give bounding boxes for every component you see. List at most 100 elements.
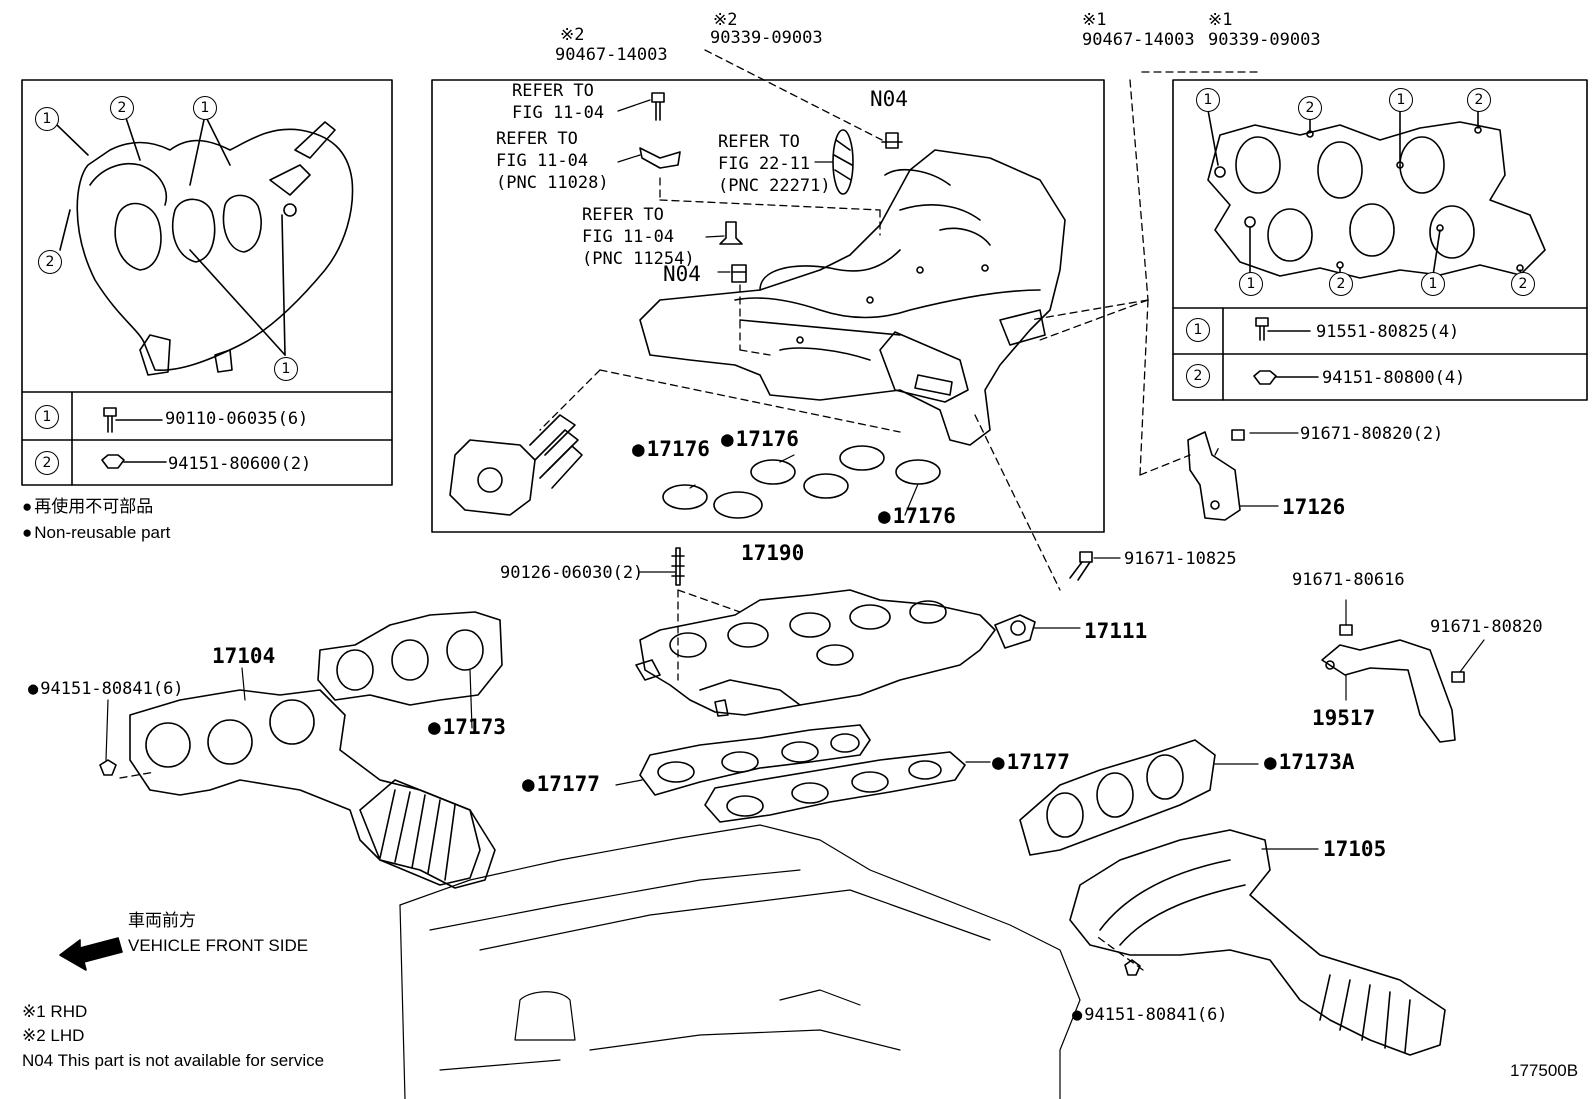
center-frame: [431, 79, 1105, 533]
front-side-en: VEHICLE FRONT SIDE: [128, 936, 309, 955]
note-rhd: ※1 RHD: [22, 1002, 88, 1021]
n04-label-top: N04: [870, 87, 908, 111]
left-callout-1a: 1: [35, 107, 59, 131]
part-91671-80616: 91671-80616: [1292, 570, 1405, 590]
engine-block-outline: [399, 824, 1081, 1099]
bolt-ref-fig11-04: [651, 92, 665, 121]
ref-note-1-line1: REFER TO: [512, 81, 594, 101]
ref-note-3-line1: REFER TO: [718, 132, 800, 152]
part-90126-06030: 90126-06030(2): [500, 563, 644, 583]
ref-note-4-line2: FIG 11-04: [582, 227, 675, 247]
part-17105: 17105: [1323, 837, 1387, 861]
ref-note-2-line2: FIG 11-04: [496, 151, 589, 171]
left-callout-2a: 2: [110, 96, 134, 120]
right-inset-frame: [1172, 79, 1588, 401]
part-94151-80841-left: 94151-80841(6): [28, 680, 183, 698]
leader-lines: [119, 49, 1263, 971]
right-callout-1d: 1: [1421, 272, 1445, 296]
nut-icon-right-table: [1253, 370, 1319, 385]
right-inset-gasket-drawing: [1207, 109, 1546, 283]
left-callout-1b: 1: [193, 96, 217, 120]
part-17177-right: 17177: [992, 751, 1070, 773]
right-callout-2a: 2: [1298, 96, 1322, 120]
right-callout-1b: 1: [1389, 88, 1413, 112]
part-17173: 17173: [428, 716, 506, 738]
bolt-icon-left-table: [103, 407, 163, 433]
right-callout-2c: 2: [1329, 272, 1353, 296]
part-90467-14003-rhd: 90467-14003: [1082, 30, 1195, 50]
part-17111: 17111: [1084, 619, 1148, 643]
bracket-ref-11028: [639, 147, 681, 169]
n04-cap-top: [881, 132, 903, 149]
gaskets-17177: [639, 724, 966, 823]
sensor-ref-11254: [719, 221, 743, 245]
left-table-num-2: 2: [35, 451, 59, 475]
left-table-num-1: 1: [35, 405, 59, 429]
right-callout-2d: 2: [1511, 272, 1535, 296]
part-91671-80820: 91671-80820: [1430, 617, 1543, 637]
legend-non-reusable-jp: 再使用不可部品: [22, 498, 153, 516]
part-17173A: 17173A: [1264, 751, 1355, 773]
left-inset-manifold-drawing: [56, 114, 354, 376]
ref-note-1-line2: FIG 11-04: [512, 103, 605, 123]
bracket-17126: [1187, 429, 1245, 521]
part-17126: 17126: [1282, 495, 1346, 519]
gaskets-17176: [662, 445, 941, 519]
left-callout-2b: 2: [38, 250, 62, 274]
ref-note-4-line1: REFER TO: [582, 205, 664, 225]
right-callout-1c: 1: [1239, 272, 1263, 296]
part-91671-80820-2: 91671-80820(2): [1300, 424, 1444, 444]
right-table-num-1: 1: [1186, 318, 1210, 342]
n04-label-mid: N04: [663, 262, 701, 286]
part-90467-14003-lhd: 90467-14003: [555, 45, 668, 65]
plenum-drawing: [639, 149, 1066, 446]
gasket-17173: [317, 611, 503, 706]
vehicle-front-arrow-icon: [59, 937, 123, 971]
n04-cap-mid: [731, 264, 747, 283]
note-lhd: ※2 LHD: [22, 1026, 85, 1045]
stud-90126: [671, 547, 685, 586]
left-callout-1c: 1: [274, 357, 298, 381]
part-17177-left: 17177: [522, 773, 600, 795]
note-n04: N04 This part is not available for servi…: [22, 1051, 325, 1070]
exhaust-manifold-17104: [99, 689, 496, 889]
lower-intake-drawing: [635, 589, 1036, 717]
part-90339-09003-lhd: 90339-09003: [710, 28, 823, 48]
right-callout-2b: 2: [1467, 88, 1491, 112]
bolt-icon-right-table: [1255, 317, 1311, 341]
rhd-mark-1: ※1: [1082, 10, 1107, 30]
ref-note-4-line3: (PNC 11254): [582, 249, 695, 269]
ref-note-2-line3: (PNC 11028): [496, 173, 609, 193]
ref-note-3-line2: FIG 22-11: [718, 154, 811, 174]
ref-note-3-line3: (PNC 22271): [718, 176, 831, 196]
left-table-part-2: 94151-80600(2): [168, 454, 312, 474]
part-17104: 17104: [212, 644, 276, 668]
part-19517: 19517: [1312, 706, 1376, 730]
gasket-17173A: [1019, 739, 1216, 856]
part-90339-09003-rhd: 90339-09003: [1208, 30, 1321, 50]
actuator-drawing: [449, 414, 583, 516]
right-table-num-2: 2: [1186, 364, 1210, 388]
mesh-ref-22271: [832, 129, 854, 195]
right-table-part-1: 91551-80825(4): [1316, 322, 1460, 342]
figure-id: 177500B: [1510, 1061, 1579, 1080]
left-inset-frame: [21, 79, 393, 486]
gasket-17176-label-b: 17176: [721, 428, 799, 450]
exhaust-manifold-17105: [1069, 829, 1446, 1056]
ref-note-2-line1: REFER TO: [496, 129, 578, 149]
right-callout-1a: 1: [1196, 88, 1220, 112]
plenum-17190-label: 17190: [741, 541, 805, 565]
part-91671-10825: 91671-10825: [1124, 549, 1237, 569]
nut-icon-left-table: [101, 454, 167, 469]
label-pointers: [105, 99, 1485, 850]
part-94151-80841-right: 94151-80841(6): [1072, 1006, 1227, 1024]
gasket-17176-label-a: 17176: [632, 438, 710, 460]
rhd-mark-2: ※1: [1208, 10, 1233, 30]
legend-non-reusable-en: Non-reusable part: [22, 524, 170, 542]
bolt-91671-10825: [1069, 551, 1093, 581]
lhd-mark-2: ※2: [713, 10, 738, 30]
right-table-part-2: 94151-80800(4): [1322, 368, 1466, 388]
lhd-mark-1: ※2: [560, 25, 585, 45]
